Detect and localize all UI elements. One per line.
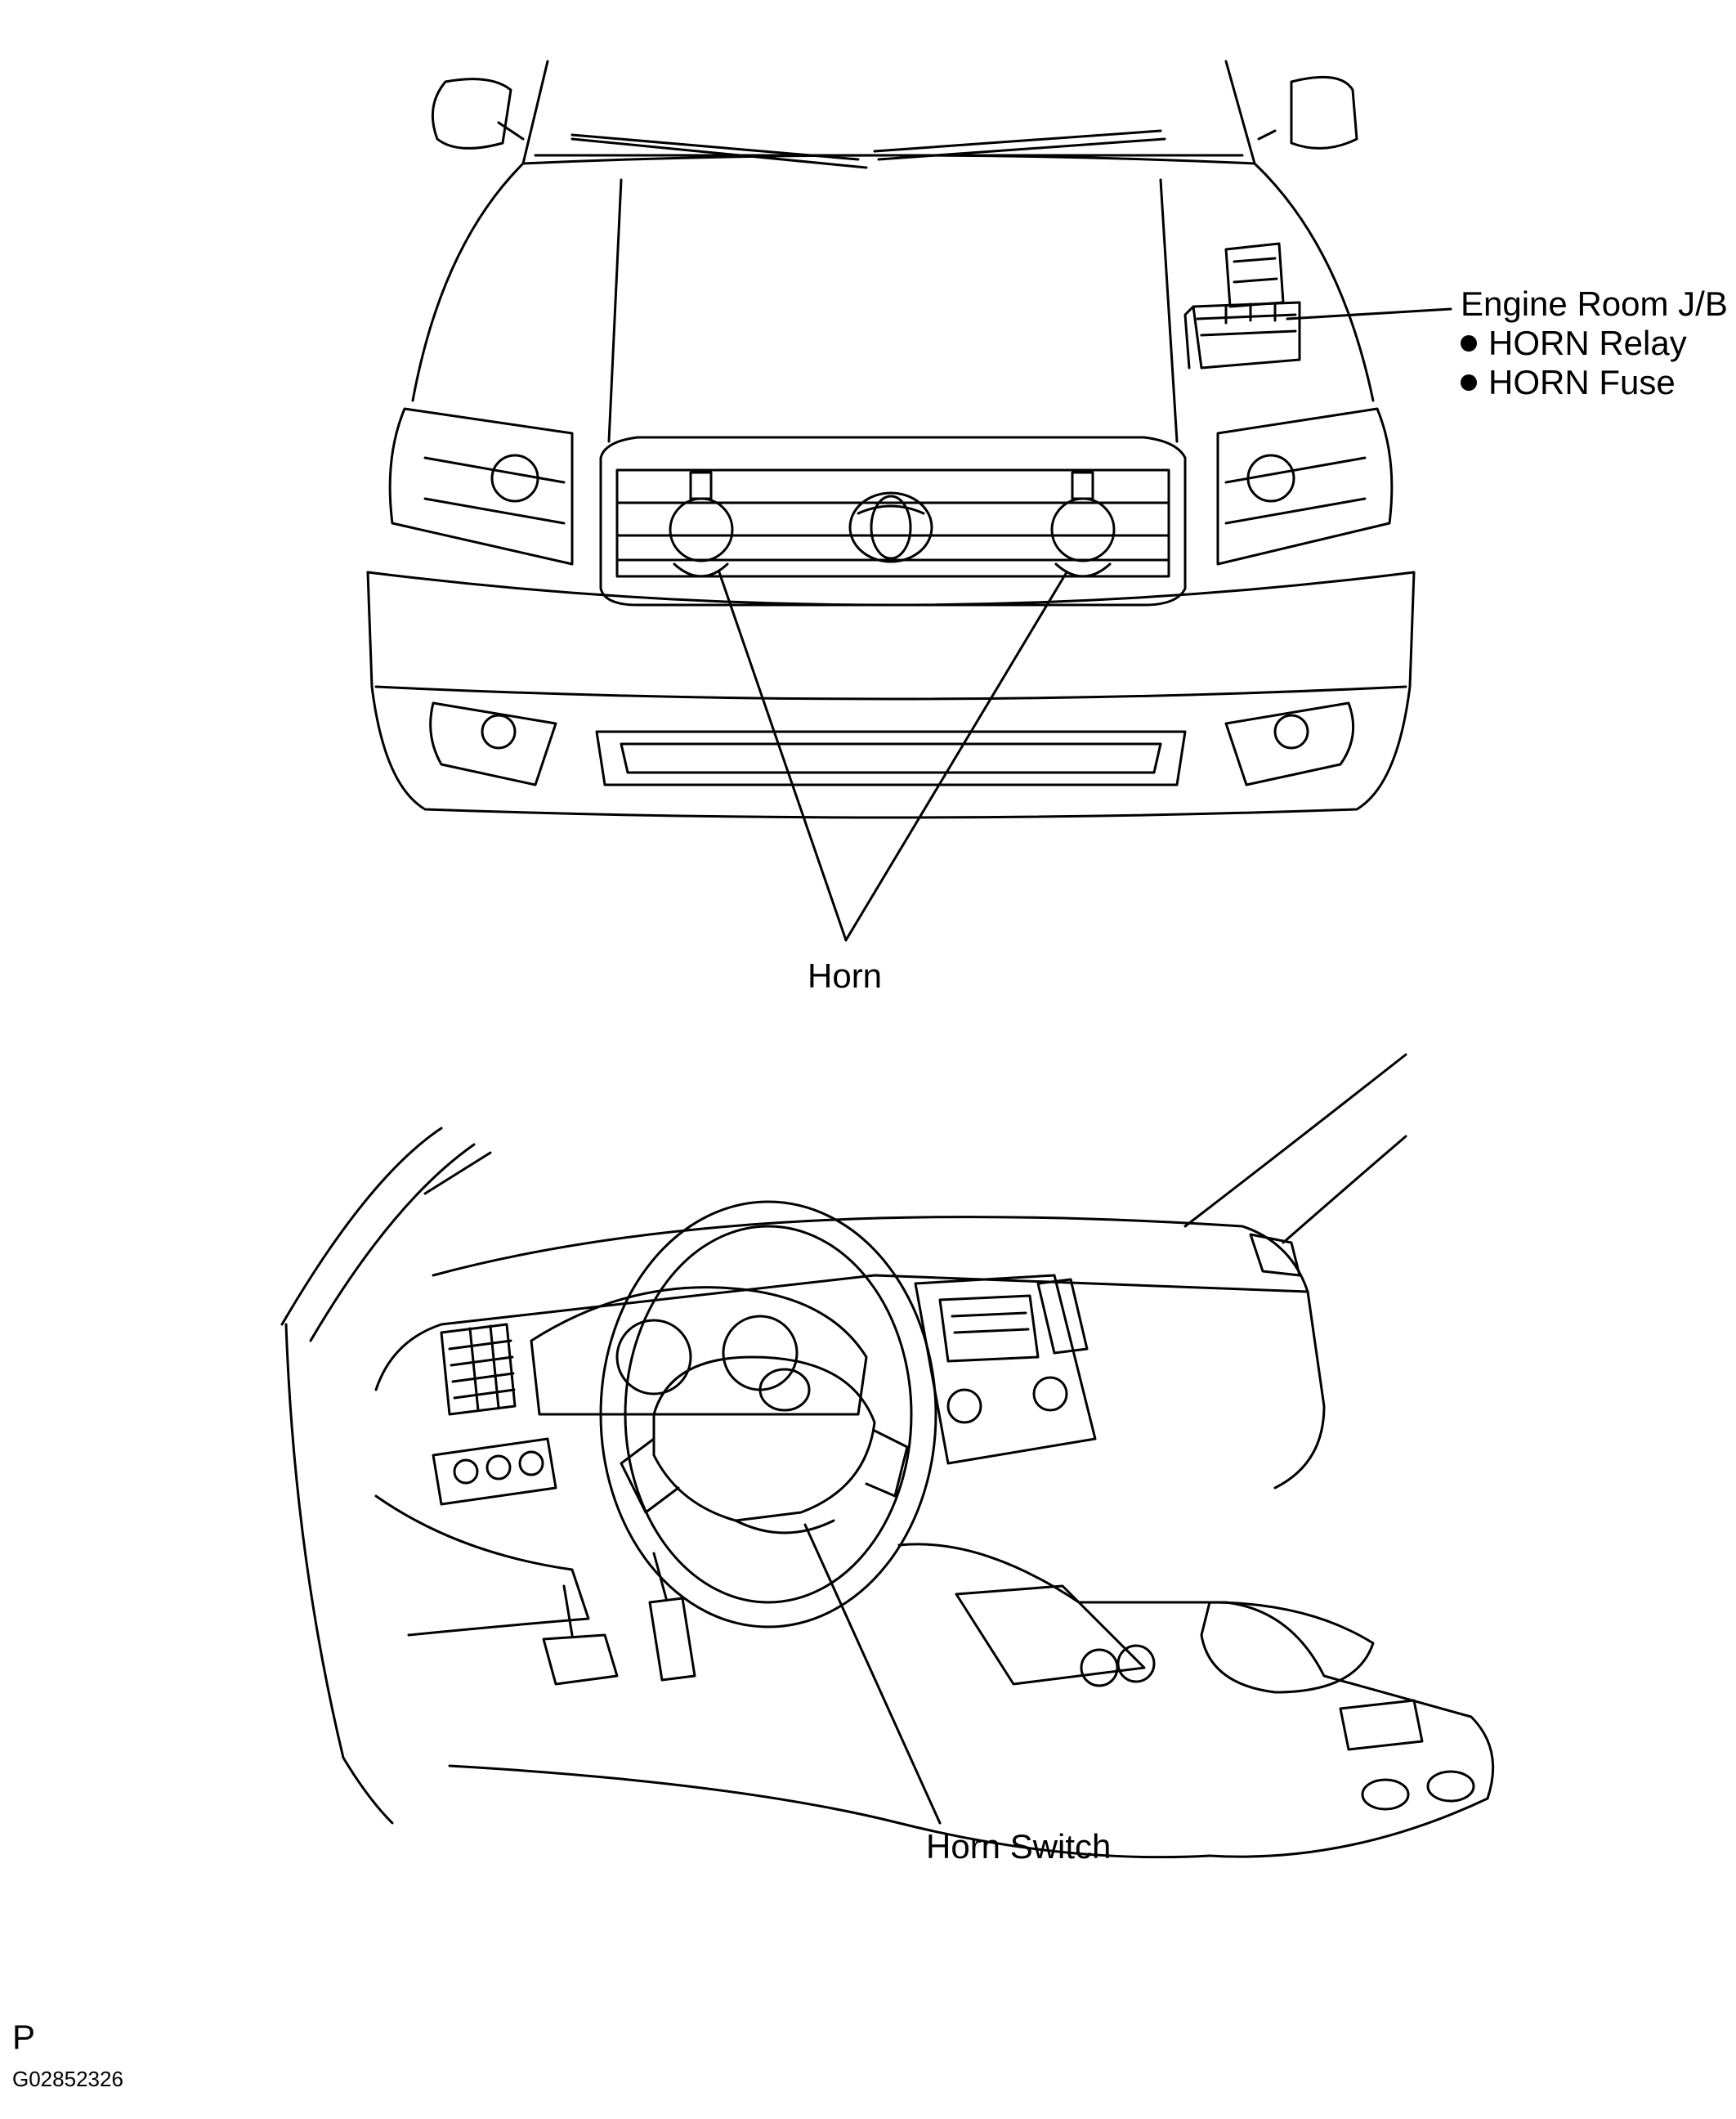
steering-wheel-hub (652, 1355, 876, 1522)
left-air-vent-slats (448, 1324, 516, 1412)
left-wiper (570, 133, 868, 169)
floor-line (448, 1764, 1211, 1859)
rear-cup-holder-1 (1361, 1778, 1410, 1811)
left-headlight-lines (423, 456, 566, 525)
label-horn-switch: Horn Switch (926, 1827, 1112, 1866)
right-fog-lamp (1273, 714, 1309, 750)
dashboard-face (374, 1274, 1326, 1490)
page-code: P (12, 2018, 36, 2056)
leader-horn-left (718, 571, 848, 942)
left-fog-lamp (481, 714, 517, 750)
steering-wheel-rim-inner (624, 1225, 913, 1604)
right-headlight (1216, 407, 1394, 566)
bumper-top (366, 571, 1416, 607)
left-air-vent (440, 1323, 517, 1416)
label-horn: Horn (808, 956, 883, 995)
left-fog-light (429, 701, 557, 786)
leader-horn-switch (803, 1523, 942, 1825)
label-engine-room-jb: Engine Room J/B (1461, 284, 1728, 323)
rear-cup-holder-2 (1426, 1770, 1475, 1803)
cup-holder-1 (1080, 1648, 1119, 1687)
left-mirror (431, 78, 525, 150)
steering-wheel-rim (599, 1200, 937, 1628)
climate-knob-left (946, 1388, 982, 1424)
instrument-cluster (530, 1286, 868, 1416)
bullet-icon (1461, 335, 1477, 352)
left-switch-panel (432, 1437, 557, 1506)
right-center-vent (1036, 1278, 1089, 1355)
climate-knob-right (1032, 1376, 1068, 1412)
door-line-left (284, 1323, 394, 1825)
steering-wheel-spoke-left (620, 1437, 680, 1514)
engine-room-jb-detail (1196, 302, 1297, 337)
label-horn-fuse: HORN Fuse (1488, 363, 1676, 401)
label-horn-relay: HORN Relay (1488, 324, 1687, 362)
right-fog-light (1224, 701, 1355, 786)
leader-horn-right (844, 571, 1068, 942)
toyota-emblem-inner (870, 495, 912, 560)
steering-wheel-spoke-right (865, 1429, 909, 1498)
rear-control-panel (1339, 1699, 1424, 1751)
grille-outline (599, 436, 1187, 607)
label-horn-relay-row: HORN Relay (1461, 324, 1687, 363)
speedometer (615, 1319, 692, 1395)
right-horn-bracket (1054, 471, 1112, 578)
dashboard-top (432, 1216, 1309, 1293)
cup-holder-2 (1116, 1644, 1156, 1683)
lower-dash (374, 1494, 590, 1637)
figure-id: G02852326 (12, 2067, 123, 2091)
radio-unit (938, 1294, 1040, 1363)
bumper-mid-line (374, 685, 1407, 701)
right-side-vent (1249, 1233, 1301, 1277)
right-mirror (1257, 75, 1358, 150)
leader-engine-room-jb (1286, 307, 1452, 320)
bullet-icon (1461, 374, 1477, 391)
console-shifter-area (955, 1584, 1146, 1686)
right-headlight-lines (1224, 456, 1367, 525)
bumper-body (366, 571, 1416, 819)
hood-center (607, 178, 1179, 443)
a-pillar-left (280, 1127, 492, 1342)
steering-wheel-emblem (758, 1368, 811, 1412)
hood-outline (411, 162, 1375, 402)
windshield-top-right (1183, 1053, 1407, 1244)
switch-1 (453, 1458, 479, 1485)
right-wiper (873, 129, 1166, 161)
toyota-emblem-bar (857, 504, 925, 515)
engine-room-jb-cover (1224, 242, 1285, 308)
left-headlight (388, 407, 574, 566)
brake-pedal (542, 1584, 619, 1686)
accelerator-pedal (648, 1552, 696, 1682)
toyota-emblem (848, 491, 933, 563)
label-horn-fuse-row: HORN Fuse (1461, 363, 1676, 402)
console-lid (1200, 1601, 1375, 1694)
horn-pad-lower (734, 1519, 835, 1534)
grille-inner (615, 468, 1170, 578)
switch-2 (485, 1454, 512, 1481)
switch-3 (518, 1450, 544, 1476)
center-console (897, 1543, 1495, 1858)
tachometer (722, 1315, 799, 1391)
center-stack (914, 1274, 1097, 1465)
left-horn-bracket (673, 471, 729, 578)
lower-intake (595, 730, 1187, 786)
